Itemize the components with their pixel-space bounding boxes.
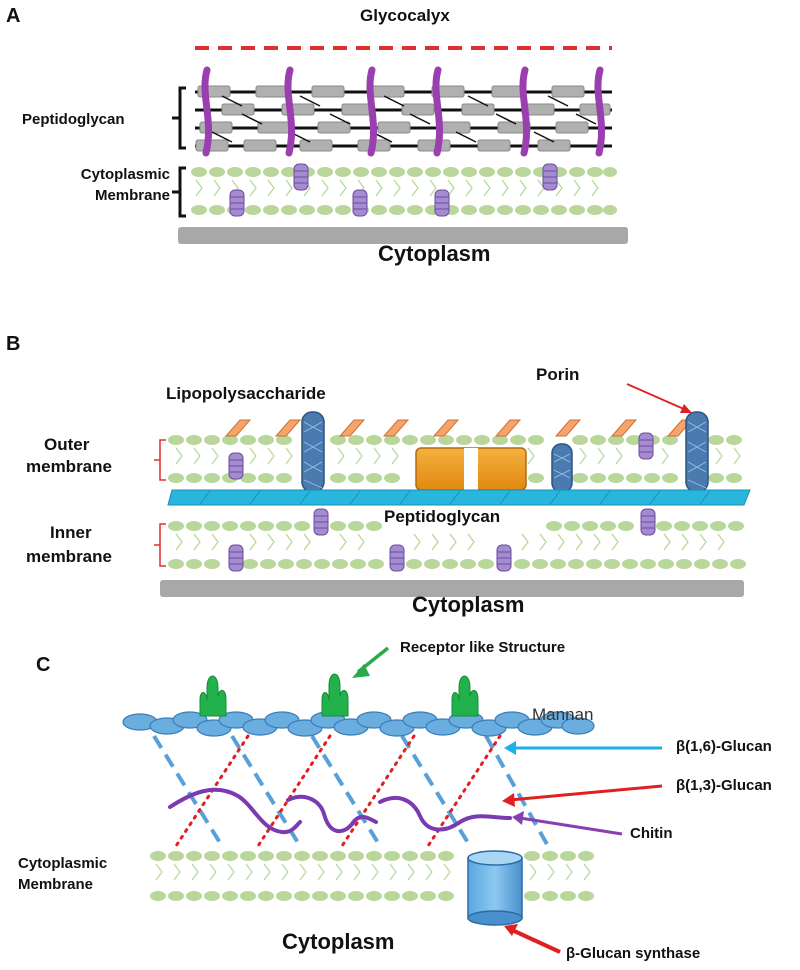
cytoplasm-bar-a — [178, 227, 628, 244]
chitin-label: Chitin — [630, 825, 673, 842]
peptidoglycan-hatch — [199, 490, 711, 505]
glucan-synthase-cylinder — [467, 850, 523, 926]
synthase-label: β-Glucan synthase — [566, 945, 701, 962]
synthase-arrow — [504, 924, 561, 954]
inner-membrane-label-line1: Inner — [50, 523, 92, 542]
outer-membrane — [168, 411, 742, 493]
inner-membrane-label-line2: membrane — [26, 547, 112, 566]
lps-label: Lipopolysaccharide — [166, 384, 326, 403]
panel-c — [122, 646, 663, 954]
glucan16-label: β(1,6)-Glucan — [676, 738, 772, 755]
outer-membrane-label-line1: Outer — [44, 435, 90, 454]
panel-c-letter: C — [36, 654, 51, 676]
membrane-label-c-line2: Membrane — [18, 876, 94, 893]
cytoplasmic-membrane-a — [191, 163, 617, 217]
peptidoglycan-bar-b — [167, 489, 751, 506]
glucan13-label: β(1,3)-Glucan — [676, 777, 772, 794]
lipopolysaccharide-markers — [224, 419, 694, 437]
bracket-peptidoglycan — [172, 86, 186, 150]
chitin-arrow — [512, 811, 623, 836]
panel-a-letter: A — [6, 5, 21, 27]
peptidoglycan-label-a: Peptidoglycan — [22, 111, 125, 128]
cytoplasm-label-a: Cytoplasm — [378, 241, 491, 266]
receptor-structures — [199, 673, 479, 717]
membrane-label-c-line1: Cytoplasmic — [18, 855, 108, 872]
glycocalyx-label: Glycocalyx — [360, 6, 450, 25]
cytoplasmic-membrane-c — [150, 850, 594, 926]
panel-b — [154, 383, 751, 597]
receptor-arrow — [352, 646, 390, 678]
bracket-membrane-a — [172, 166, 186, 218]
porin-arrow — [626, 383, 692, 413]
receptor-label: Receptor like Structure — [400, 639, 566, 656]
panel-a — [172, 46, 628, 244]
cytoplasm-label-c: Cytoplasm — [282, 929, 395, 954]
porin-label: Porin — [536, 365, 580, 384]
membrane-label-a-line2: Membrane — [94, 187, 170, 204]
chitin-strands — [168, 787, 512, 835]
glucan16-arrow — [504, 741, 662, 755]
mannan-label: Mannan — [532, 705, 594, 724]
glucan13-arrow — [502, 784, 663, 807]
bracket-outer-membrane — [154, 439, 166, 481]
panel-b-letter: B — [6, 333, 21, 355]
bracket-inner-membrane — [154, 523, 166, 567]
peptidoglycan-label-b: Peptidoglycan — [384, 507, 501, 526]
peptidoglycan-layer — [195, 66, 612, 157]
cytoplasm-bar-b — [160, 580, 744, 597]
cytoplasm-label-b: Cytoplasm — [412, 592, 525, 617]
outer-membrane-label-line2: membrane — [26, 457, 112, 476]
porin-mesh — [303, 421, 707, 489]
mannan-layer — [122, 711, 595, 737]
transport-complex — [415, 447, 527, 491]
inner-membrane — [168, 508, 746, 572]
membrane-label-a-line1: Cytoplasmic — [80, 166, 170, 183]
